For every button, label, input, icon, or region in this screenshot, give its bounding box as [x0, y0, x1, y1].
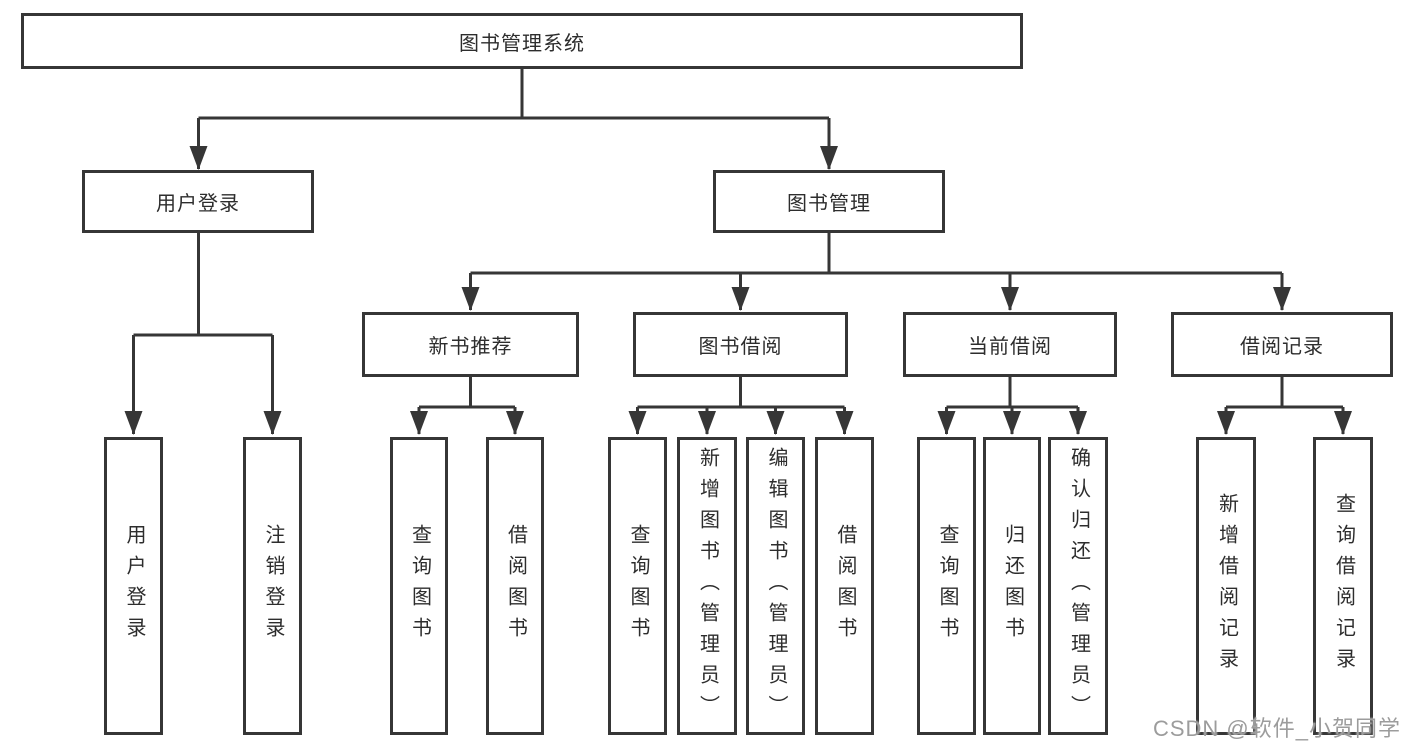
leaf-query-borrow-record: 查询借阅记录	[1313, 437, 1373, 735]
node-book-management: 图书管理	[713, 170, 945, 233]
leaf-borrow-query-books: 查询图书	[608, 437, 667, 735]
node-root-system: 图书管理系统	[21, 13, 1023, 69]
leaf-borrow-borrow-books: 借阅图书	[815, 437, 874, 735]
leaf-user-login: 用户登录	[104, 437, 163, 735]
node-new-book-recommend: 新书推荐	[362, 312, 579, 377]
leaf-recommend-query-books: 查询图书	[390, 437, 448, 735]
leaf-add-borrow-record: 新增借阅记录	[1196, 437, 1256, 735]
node-current-borrow: 当前借阅	[903, 312, 1117, 377]
leaf-edit-books-admin: 编辑图书（管理员）	[746, 437, 805, 735]
node-user-login: 用户登录	[82, 170, 314, 233]
watermark: CSDN @软件_小贺同学	[1152, 716, 1401, 741]
leaf-logout: 注销登录	[243, 437, 302, 735]
leaf-current-query-books: 查询图书	[917, 437, 976, 735]
leaf-confirm-return-admin: 确认归还（管理员）	[1048, 437, 1108, 735]
leaf-add-books-admin: 新增图书（管理员）	[677, 437, 737, 735]
node-borrow-records: 借阅记录	[1171, 312, 1393, 377]
node-book-borrow: 图书借阅	[633, 312, 848, 377]
leaf-return-books: 归还图书	[983, 437, 1041, 735]
leaf-recommend-borrow-books: 借阅图书	[486, 437, 544, 735]
